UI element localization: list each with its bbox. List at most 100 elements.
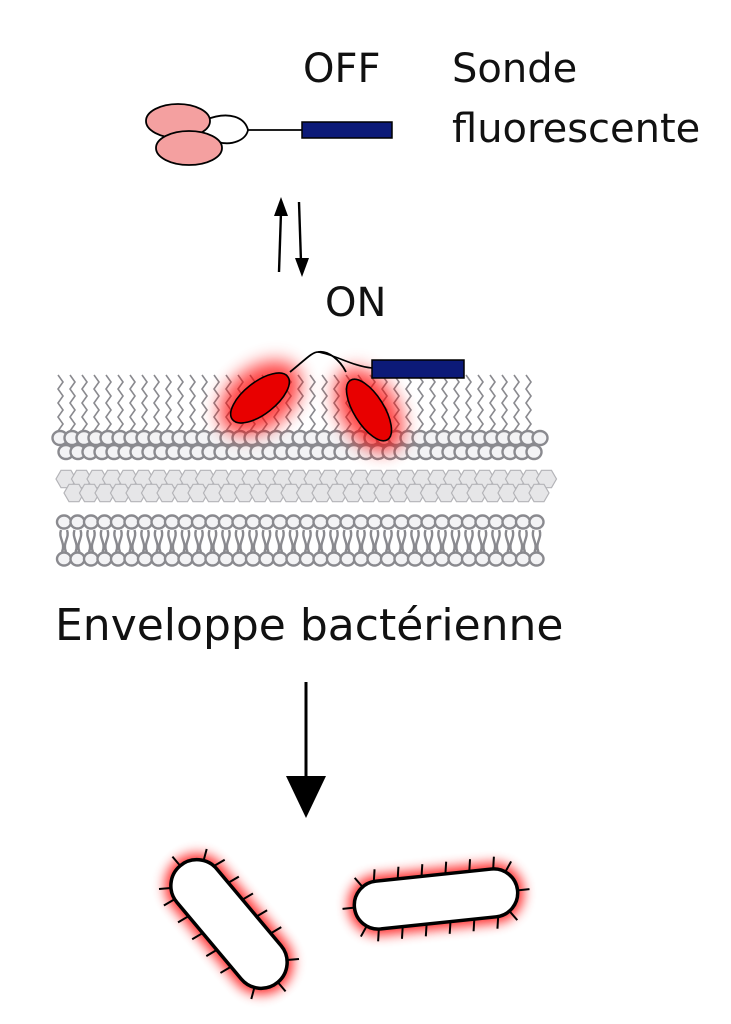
pilus — [359, 925, 368, 938]
lipid-head — [379, 551, 397, 567]
peptidoglycan-layer — [55, 469, 558, 503]
lipid-tail — [158, 529, 164, 553]
lipid-tail — [387, 529, 393, 553]
lipid-head — [271, 514, 289, 530]
peptidoglycan-hexagon — [512, 483, 535, 503]
lipid-head — [339, 551, 356, 567]
lipid-head — [123, 551, 140, 567]
lipid-tail — [113, 529, 119, 553]
lipid-head — [150, 514, 167, 530]
lipid-head — [433, 551, 451, 567]
lipid-head — [298, 551, 316, 567]
lipid-head — [433, 514, 451, 530]
lipid-tail — [356, 529, 362, 553]
lipid-head — [285, 514, 302, 530]
lipid-tail — [288, 529, 294, 553]
probe-on-tail — [371, 359, 465, 379]
lipid-head — [109, 551, 127, 567]
lipid-tail — [207, 529, 213, 553]
lipid-head — [231, 551, 248, 567]
lipid-head — [528, 514, 545, 530]
lipid-tail — [77, 529, 83, 553]
lipid-tail — [90, 529, 96, 553]
peptidoglycan-hexagon — [466, 483, 488, 503]
lipid-tail — [504, 529, 510, 553]
pilus — [353, 877, 364, 888]
lipid-tail — [437, 529, 443, 553]
lipid-tail — [333, 529, 339, 553]
lipid-tail — [225, 529, 231, 553]
lipid-tail — [464, 529, 470, 553]
pilus — [256, 909, 268, 918]
lipid-tail — [213, 374, 220, 432]
peptidoglycan-hexagon — [326, 483, 349, 503]
lipid-head — [474, 514, 491, 530]
pilus — [444, 861, 448, 874]
lipid-tail — [423, 529, 429, 553]
probe-label-line2: fluorescente — [452, 106, 700, 152]
peptidoglycan-hexagon — [78, 483, 101, 503]
pilus — [504, 860, 513, 873]
peptidoglycan-hexagon — [404, 483, 426, 503]
lipid-head — [258, 551, 275, 567]
lipid-head — [69, 514, 86, 530]
pilus — [424, 924, 428, 937]
bacterium-left-body — [169, 857, 289, 991]
lipid-tail — [144, 529, 150, 553]
lipid-head — [285, 551, 302, 567]
lipid-tail — [477, 374, 484, 432]
pilus — [202, 848, 208, 861]
bacterium-left — [158, 848, 300, 1000]
lipid-head — [244, 514, 262, 530]
peptidoglycan-hexagon — [125, 483, 147, 503]
pilus — [227, 875, 240, 884]
lipid-tail — [293, 529, 299, 553]
lipid-tail — [212, 529, 218, 553]
lipid-head — [406, 514, 424, 530]
peptidoglycan-hexagon — [373, 483, 395, 503]
lipid-tail — [221, 529, 227, 553]
lipid-tail — [374, 529, 380, 553]
lipid-head — [163, 551, 181, 567]
arrow-down-icon — [295, 258, 309, 277]
inner-membrane — [55, 514, 545, 567]
pilus — [270, 926, 282, 935]
lipid-head — [460, 551, 478, 567]
lipid-tail — [59, 529, 65, 553]
lipid-tail — [153, 374, 160, 432]
lipid-tail — [81, 374, 88, 432]
lipid-head — [96, 551, 113, 567]
peptidoglycan-hexagon — [233, 483, 256, 503]
probe-label-line1: Sonde — [452, 46, 577, 92]
lipid-tail — [321, 374, 328, 432]
peptidoglycan-hexagon — [481, 483, 504, 503]
pilus — [213, 858, 226, 867]
bacterium-right-body — [352, 867, 520, 931]
lipid-tail — [428, 529, 434, 553]
lipid-head — [393, 551, 410, 567]
peptidoglycan-hexagon — [497, 483, 519, 503]
equilibrium-arrows — [274, 197, 309, 277]
lipid-head — [55, 514, 73, 530]
lipid-tail — [482, 529, 488, 553]
arrow-up-icon — [274, 197, 288, 216]
peptidoglycan-hexagon — [218, 483, 240, 503]
lipid-tail — [509, 529, 515, 553]
pilus — [286, 957, 300, 962]
lipid-tail — [57, 374, 64, 432]
probe-off-head-bottom — [155, 130, 223, 166]
lipid-head — [460, 514, 478, 530]
lipid-tail — [167, 529, 173, 553]
lipid-head — [312, 551, 329, 567]
lipid-head — [298, 514, 316, 530]
lipid-head — [474, 551, 491, 567]
peptidoglycan-hexagon — [419, 483, 442, 503]
lipid-head — [82, 551, 100, 567]
lipid-tail — [401, 529, 407, 553]
pilus — [205, 949, 218, 957]
lipid-head — [231, 514, 248, 530]
lipid-head — [366, 514, 383, 530]
result-arrow — [286, 682, 326, 818]
pilus — [496, 916, 500, 929]
lipid-tail — [141, 374, 148, 432]
